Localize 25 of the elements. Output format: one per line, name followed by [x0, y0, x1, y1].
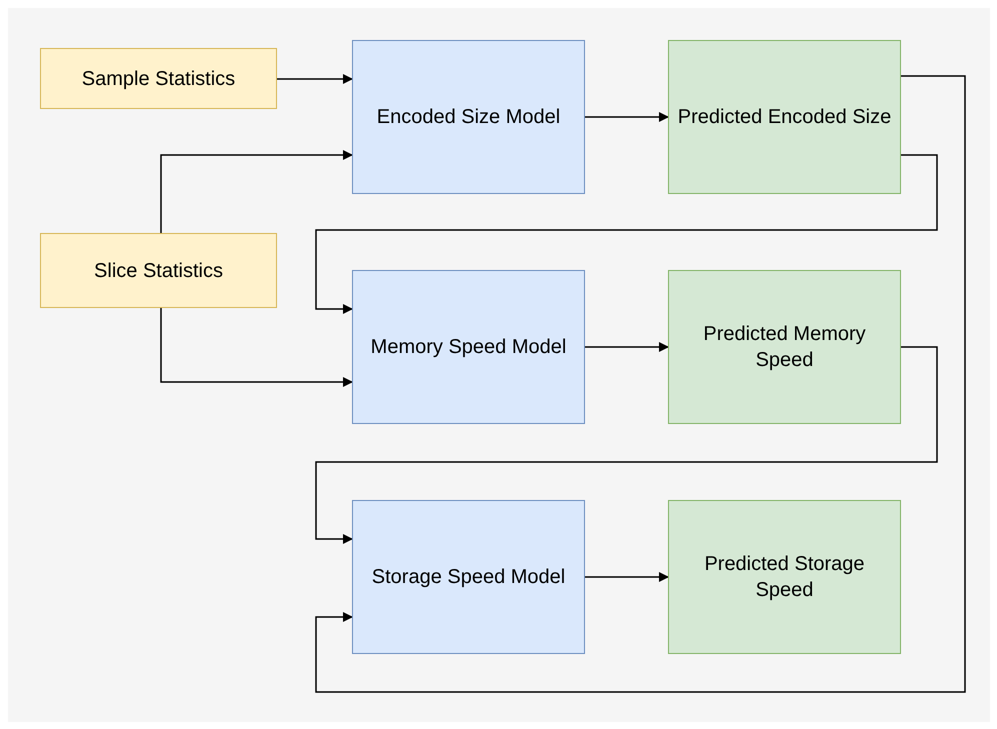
arrow: [315, 154, 938, 314]
node-label: Encoded Size Model: [376, 105, 560, 130]
arrow: [585, 572, 669, 582]
input-box: [40, 233, 277, 308]
node-label: Predicted Storage Speed: [703, 552, 866, 603]
input-box: [40, 48, 277, 109]
node-label: Slice Statistics: [94, 258, 223, 284]
output-box: [668, 270, 901, 424]
node-label: Memory Speed Model: [370, 335, 566, 360]
model-box: [352, 40, 585, 194]
node-label: Predicted Encoded Size: [678, 105, 892, 130]
arrow: [315, 346, 938, 544]
node-label: Predicted Memory Speed: [702, 322, 867, 373]
model-box: [352, 500, 585, 654]
arrow: [585, 342, 669, 352]
output-box: [668, 500, 901, 654]
arrow: [277, 74, 353, 84]
arrow: [160, 150, 353, 233]
model-box: [352, 270, 585, 424]
arrow: [585, 112, 669, 122]
arrow: [160, 308, 353, 387]
node-label: Sample Statistics: [82, 66, 236, 92]
output-box: [668, 40, 901, 194]
arrow: [315, 75, 966, 693]
node-label: Storage Speed Model: [372, 565, 566, 590]
